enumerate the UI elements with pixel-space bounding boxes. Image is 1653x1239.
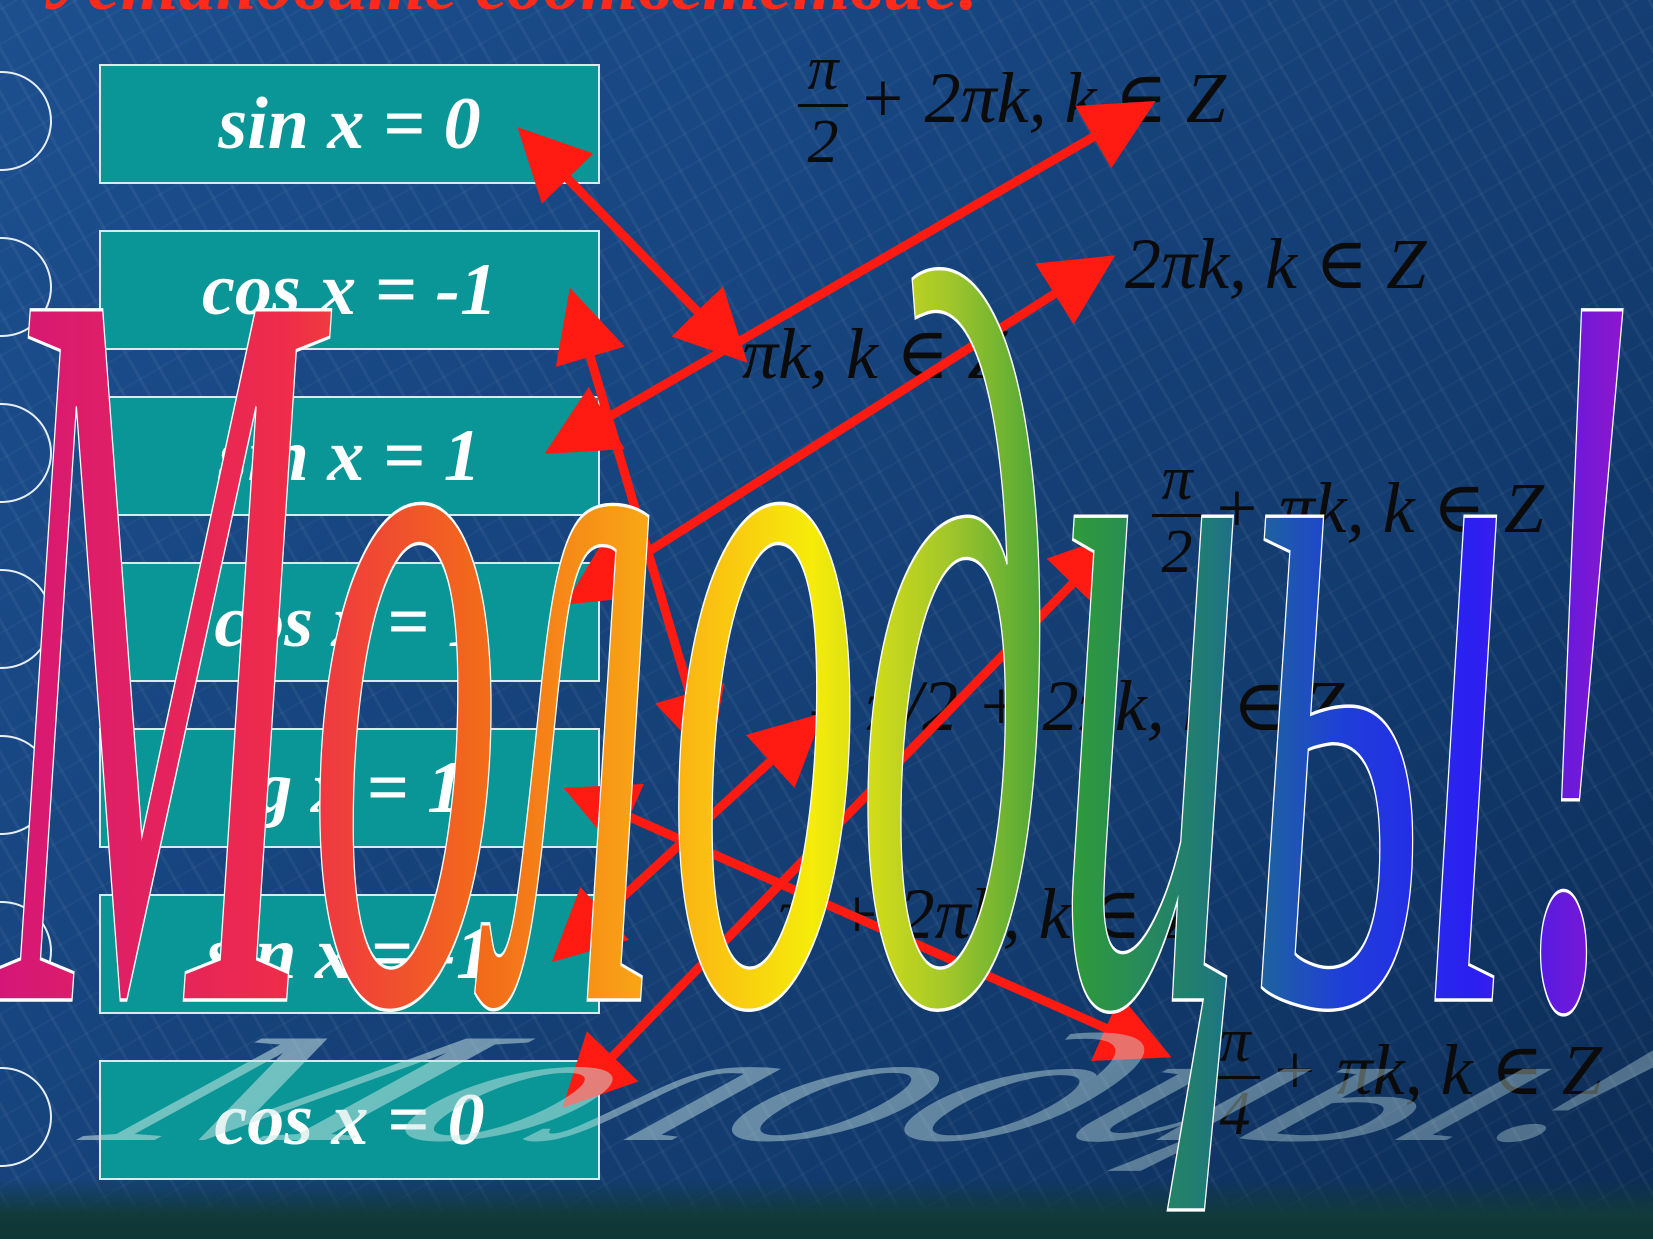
answer-4[interactable]: π 2 + πk, k ∈ Z	[1152, 448, 1544, 583]
answer-7-text: + πk, k ∈ Z	[1270, 1030, 1602, 1111]
praise-word: Молодцы!	[0, 61, 1640, 1229]
equation-box-3[interactable]: sin x = 1	[99, 396, 600, 516]
equation-box-7[interactable]: cos x = 0	[99, 1060, 600, 1180]
equation-box-5[interactable]: tg x = 1	[99, 728, 600, 848]
answer-2-text: 2πk, k ∈ Z	[1125, 224, 1427, 304]
answer-1-numerator: π	[807, 35, 839, 103]
equation-box-2[interactable]: cos x = -1	[99, 230, 600, 350]
answer-7-fraction: π 4	[1210, 1010, 1260, 1145]
equation-box-4[interactable]: cos x = 1	[99, 562, 600, 682]
answer-7-denominator: 4	[1219, 1080, 1251, 1148]
answer-4-text: + πk, k ∈ Z	[1212, 468, 1544, 549]
answer-7-numerator: π	[1219, 1007, 1251, 1075]
equation-box-6[interactable]: sin x = -1	[99, 894, 600, 1014]
answer-2[interactable]: 2πk, k ∈ Z	[1125, 228, 1426, 300]
equation-box-1[interactable]: sin x = 0	[99, 64, 600, 184]
answer-4-numerator: π	[1161, 445, 1193, 513]
answer-4-fraction: π 2	[1152, 448, 1202, 583]
fraction-bar	[1210, 1076, 1260, 1079]
praise-word-shadow: Молодцы!	[26, 1002, 1653, 1173]
fraction-bar	[1152, 514, 1202, 517]
slide-heading: Установите соответствие:	[40, 0, 1600, 20]
answer-4-denominator: 2	[1161, 518, 1193, 586]
arrow-7-to-4	[562, 532, 1123, 1108]
bottom-strip	[0, 1179, 1653, 1239]
answer-7[interactable]: π 4 + πk, k ∈ Z	[1210, 1010, 1602, 1145]
